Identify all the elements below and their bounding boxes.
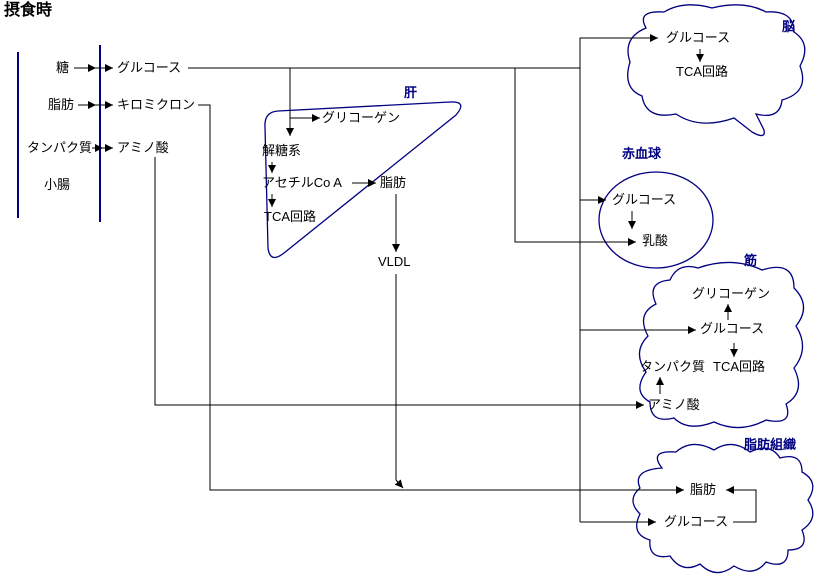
liver-tca: TCA回路: [264, 209, 317, 224]
chylomicron-to-adipose-fat-arrow: [198, 104, 684, 494]
adipose-glucose-to-fat-arrow: [726, 486, 757, 523]
glucose-bus-vertical-and-brain-arrow: [579, 34, 658, 522]
intestine-product-amino: アミノ酸: [117, 140, 169, 155]
liver-label: 肝: [404, 85, 418, 100]
muscle-glycogen: グリコーゲン: [692, 286, 771, 301]
muscle-amino: アミノ酸: [648, 397, 700, 412]
muscle-tca: TCA回路: [713, 359, 766, 374]
intestine-input-protein: タンパク質: [27, 140, 93, 155]
liver-glycolysis: 解糖系: [262, 143, 302, 158]
intestine-product-chylomicron: キロミクロン: [117, 97, 196, 112]
intestine-label: 小腸: [44, 177, 71, 192]
muscle-label: 筋: [744, 253, 758, 268]
liver-acetyl-coa: アセチルCo A: [262, 175, 342, 190]
brain-glucose: グルコース: [666, 30, 731, 45]
brain-label: 脳: [782, 19, 796, 34]
lactate-shuttle-line: [514, 68, 636, 246]
brain-tca: TCA回路: [676, 64, 729, 79]
page-title: 摂食時: [4, 2, 53, 19]
rbc-outline: [598, 171, 714, 269]
rbc-lactate: 乳酸: [642, 233, 669, 248]
brain-outline: [627, 4, 806, 137]
liver-outline: [264, 101, 462, 259]
intestine-product-glucose: グルコース: [117, 60, 182, 75]
adipose-glucose: グルコース: [664, 514, 729, 529]
flow-lines: [74, 34, 757, 526]
intestine-input-fat: 脂肪: [48, 97, 75, 112]
amino-to-muscle-arrow: [154, 157, 644, 409]
muscle-outline: [638, 261, 805, 429]
liver-glycogen: グリコーゲン: [322, 110, 401, 125]
rbc-label: 赤血球: [622, 146, 662, 161]
liver-vldl: VLDL: [378, 254, 411, 269]
adipose-label: 脂肪組織: [744, 437, 797, 452]
rbc-glucose: グルコース: [612, 192, 677, 207]
muscle-glucose: グルコース: [700, 321, 765, 336]
vldl-to-adipose-arrow: [394, 274, 404, 489]
adipose-outline: [632, 443, 814, 574]
organ-shapes: [17, 4, 814, 574]
muscle-protein: タンパク質: [640, 359, 706, 374]
intestine-input-sugar: 糖: [56, 60, 70, 75]
adipose-fat: 脂肪: [690, 482, 717, 497]
liver-fat: 脂肪: [380, 175, 407, 190]
